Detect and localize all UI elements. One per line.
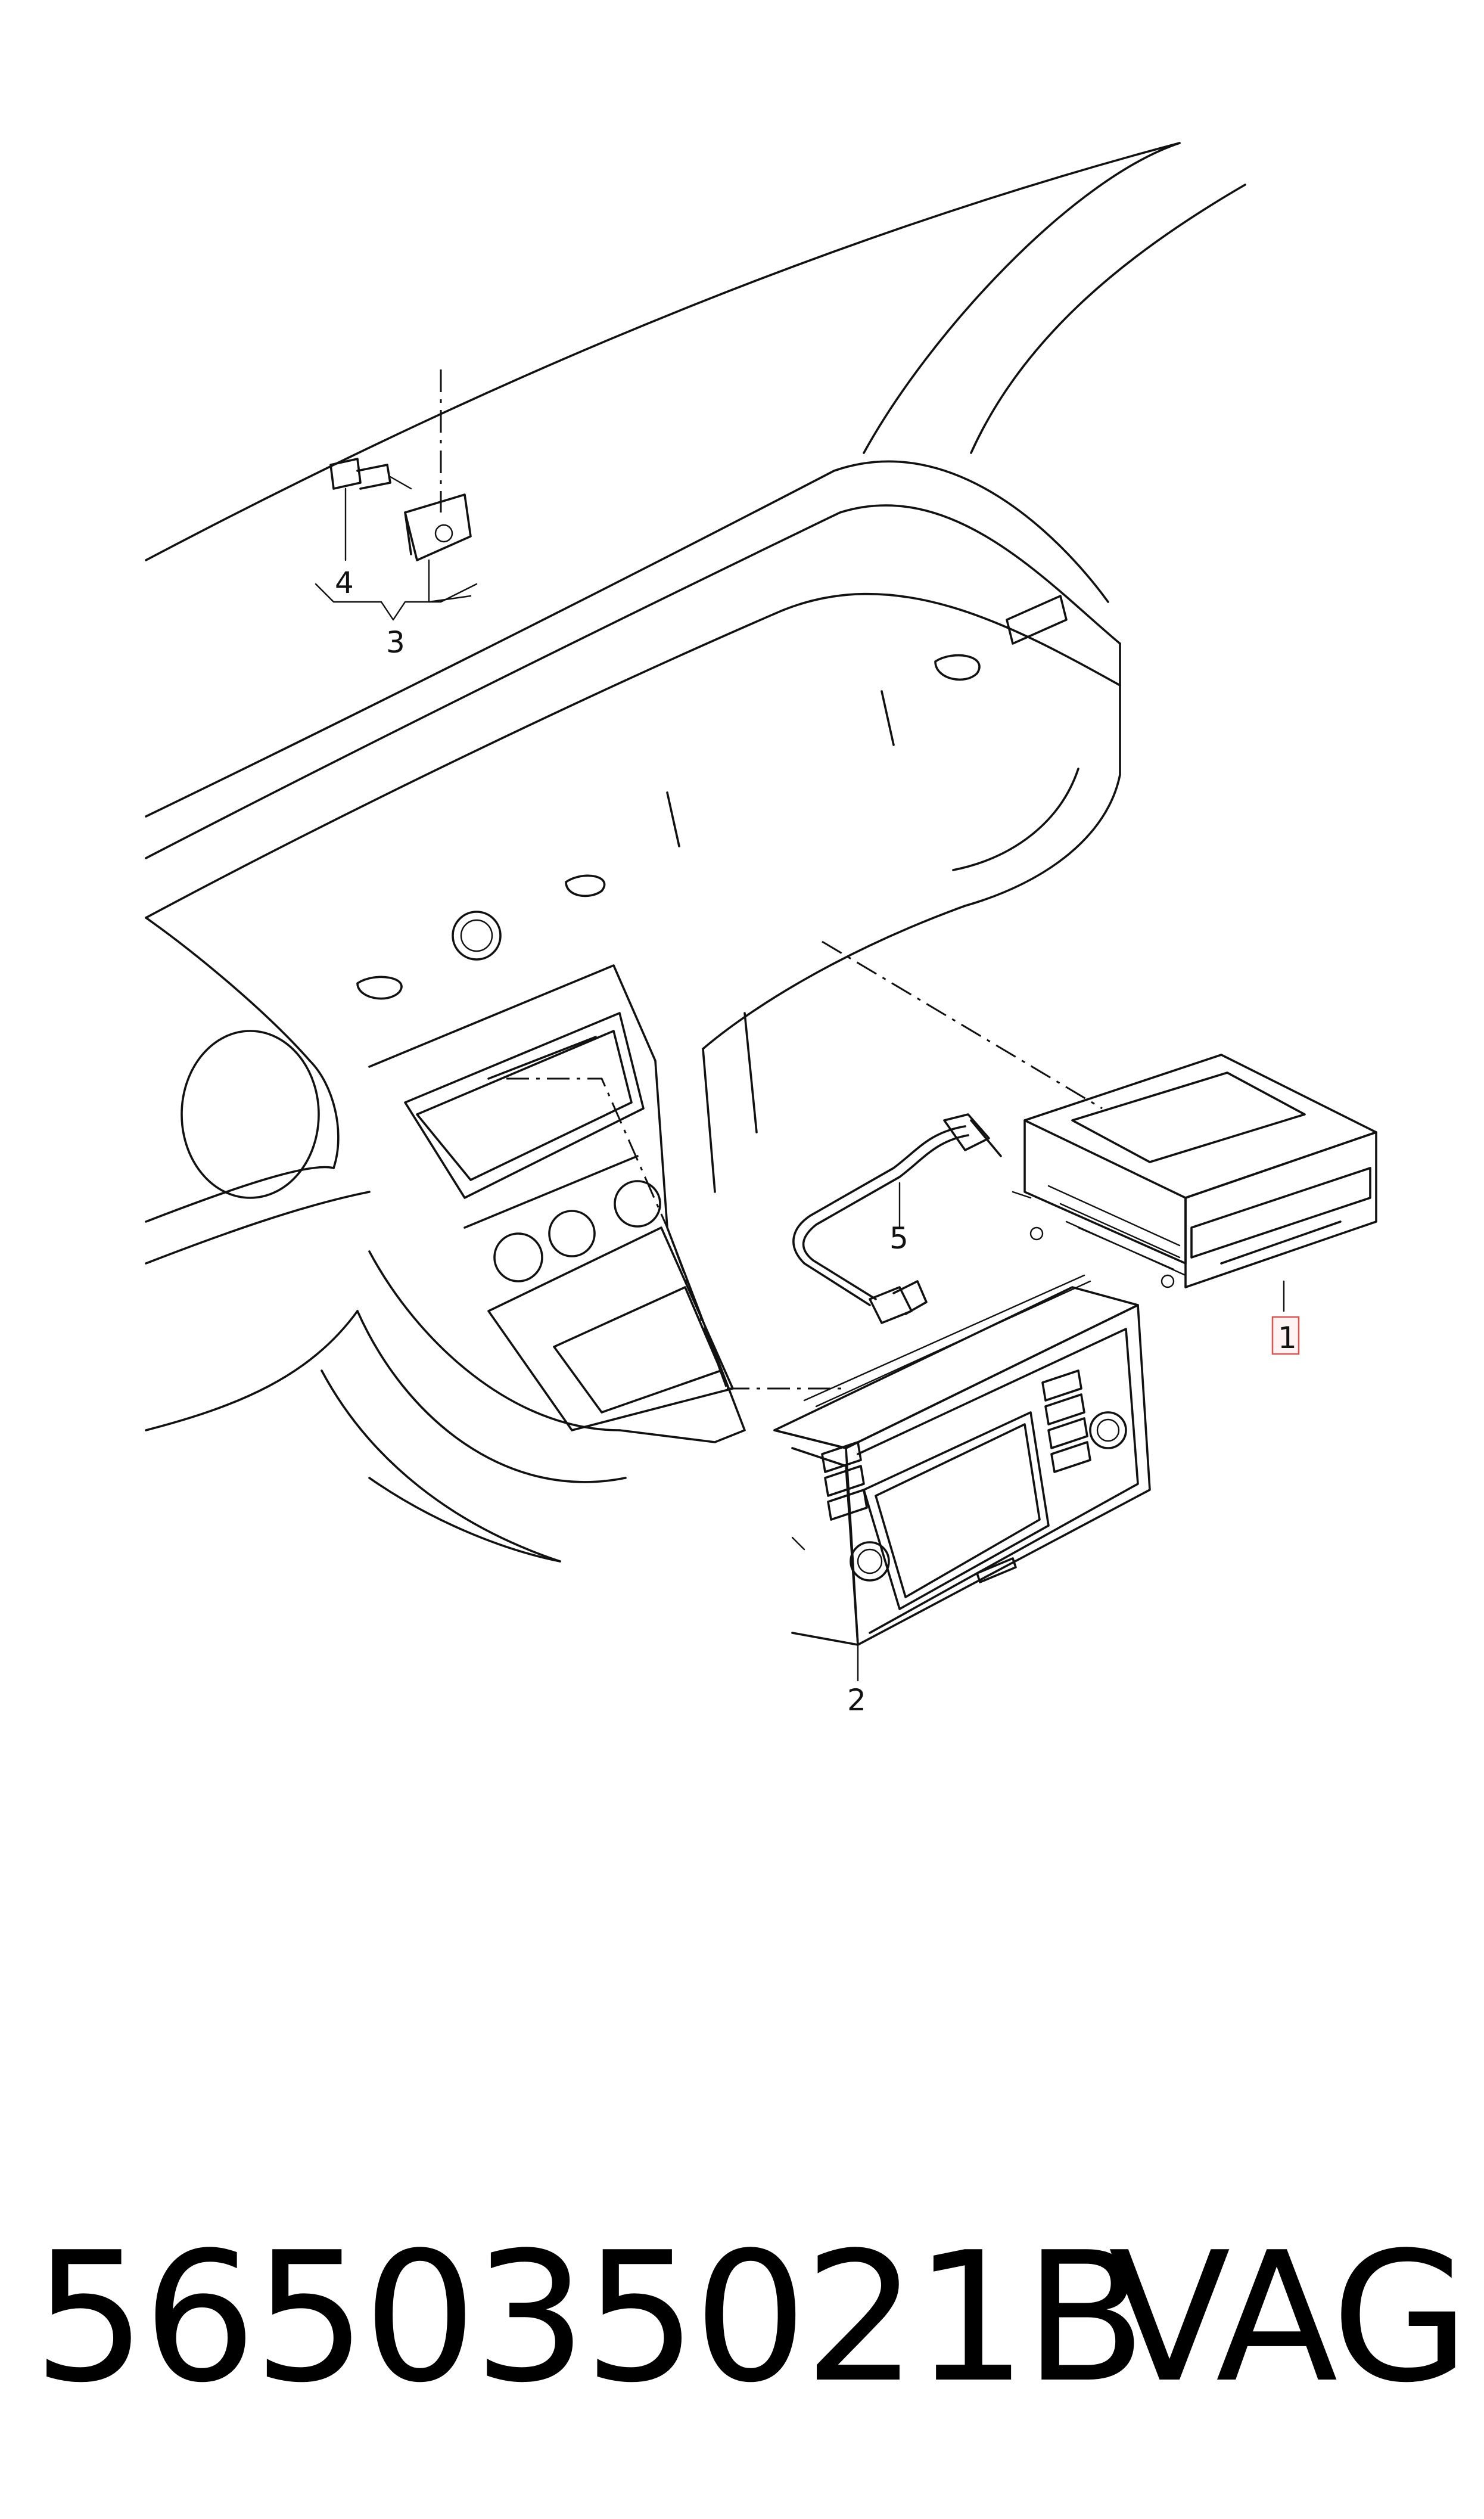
callout-3: 3 [386, 625, 405, 660]
callout-leaders-3-4 [315, 487, 478, 621]
connector-part-4 [329, 458, 412, 490]
callout-label-2: 2 [847, 1683, 866, 1717]
dash-leaders [440, 369, 1103, 1390]
connector-part-3 [404, 493, 472, 561]
callout-4: 4 [335, 566, 354, 600]
callout-label-3: 3 [386, 625, 405, 660]
callout-1: 1 [1271, 1316, 1300, 1355]
callout-label-1: 1 [1278, 1321, 1297, 1355]
callout-5: 5 [889, 1221, 909, 1256]
cable-part-5 [792, 1113, 1002, 1324]
callout-2: 2 [847, 1683, 866, 1717]
callout-label-4: 4 [335, 566, 354, 600]
radio-display-part-2 [773, 1274, 1151, 1682]
footer: 565035021B VAG [0, 2193, 1484, 2443]
brand-name: VAG [1108, 2214, 1470, 2422]
dashboard-outline [145, 142, 1246, 1563]
part-number: 565035021B [33, 2214, 1147, 2422]
head-unit-part-1 [1012, 1054, 1377, 1312]
callout-label-5: 5 [889, 1221, 909, 1256]
